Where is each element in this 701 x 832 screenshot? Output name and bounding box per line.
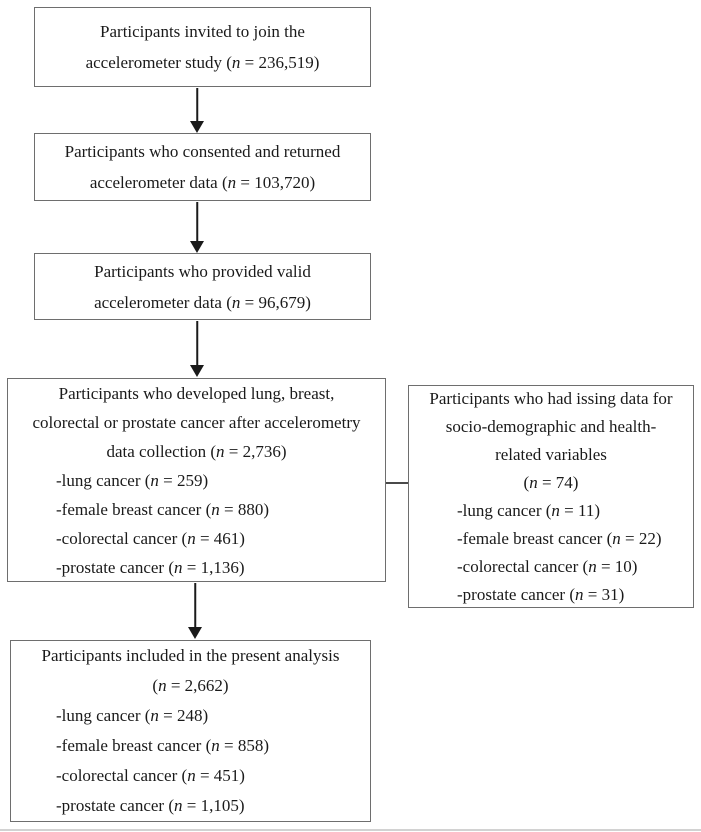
box-list-item: -female breast cancer (n = 22) xyxy=(457,528,662,548)
arrow-shaft xyxy=(194,583,196,629)
flow-box-valid-data: Participants who provided valid accelero… xyxy=(34,253,371,320)
box-list-item: -colorectal cancer (n = 461) xyxy=(56,528,245,548)
box-list-item: -prostate cancer (n = 31) xyxy=(457,584,625,604)
box-list-item: -lung cancer (n = 259) xyxy=(56,470,209,490)
box-line: Participants invited to join the xyxy=(100,22,305,41)
arrow-shaft xyxy=(196,321,198,367)
box-line: Participants who developed lung, breast, xyxy=(58,383,335,403)
box-line: related variables xyxy=(495,444,607,464)
box-line: accelerometer study (n = 236,519) xyxy=(85,53,320,72)
flow-box-consented: Participants who consented and returned … xyxy=(34,133,371,201)
box-list-item: -female breast cancer (n = 858) xyxy=(56,736,269,755)
down-arrow-icon xyxy=(188,583,202,639)
box-line: Participants who had issing data for xyxy=(429,388,673,408)
box-line: Participants included in the present ana… xyxy=(41,646,340,665)
box-line: Participants who provided valid xyxy=(94,261,311,281)
arrow-shaft xyxy=(196,202,198,243)
box-list-item: -colorectal cancer (n = 10) xyxy=(457,556,638,576)
box-list-item: -lung cancer (n = 11) xyxy=(457,500,601,520)
box-line: (n = 74) xyxy=(523,472,579,492)
box-line: (n = 2,662) xyxy=(152,676,229,695)
box-list-item: -female breast cancer (n = 880) xyxy=(56,499,269,519)
down-arrow-icon xyxy=(190,202,204,253)
box-list-item: -lung cancer (n = 248) xyxy=(56,706,209,725)
flow-box-invited: Participants invited to join the acceler… xyxy=(34,7,371,87)
figure-bottom-edge xyxy=(0,829,701,831)
arrow-shaft xyxy=(196,88,198,123)
box-list-item: -prostate cancer (n = 1,105) xyxy=(56,796,245,815)
arrow-head xyxy=(190,121,204,133)
box-line: colorectal or prostate cancer after acce… xyxy=(32,412,361,432)
box-line: socio-demographic and health- xyxy=(445,416,657,436)
box-list-item: -prostate cancer (n = 1,136) xyxy=(56,557,245,577)
arrow-head xyxy=(188,627,202,639)
box-line: Participants who consented and returned xyxy=(64,142,341,161)
box-line: accelerometer data (n = 96,679) xyxy=(94,292,311,312)
box-list-item: -colorectal cancer (n = 451) xyxy=(56,766,245,785)
connector-line xyxy=(386,482,408,484)
arrow-head xyxy=(190,241,204,253)
flow-box-included-analysis: Participants included in the present ana… xyxy=(10,640,371,822)
flow-box-missing-data: Participants who had issing data for soc… xyxy=(408,385,694,608)
box-line: accelerometer data (n = 103,720) xyxy=(89,173,316,192)
arrow-head xyxy=(190,365,204,377)
flow-box-developed-cancer: Participants who developed lung, breast,… xyxy=(7,378,386,582)
down-arrow-icon xyxy=(190,321,204,377)
box-line: data collection (n = 2,736) xyxy=(106,441,287,461)
down-arrow-icon xyxy=(190,88,204,133)
